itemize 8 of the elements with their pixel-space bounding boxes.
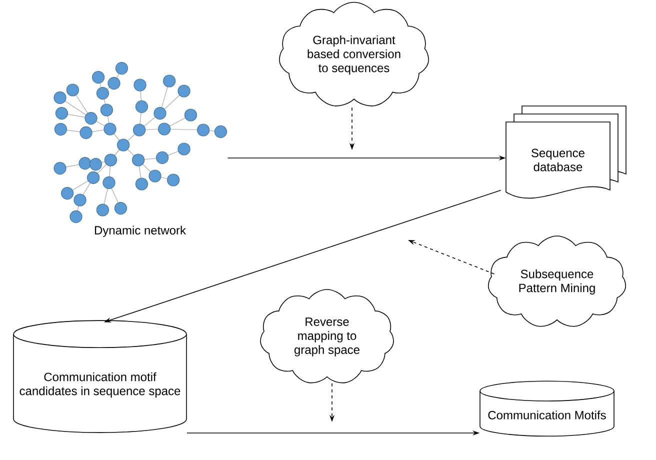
node-label: Dynamic network xyxy=(94,226,186,237)
thought-cloud: Subsequence Pattern Mining xyxy=(488,236,626,327)
document-stack: Sequence database xyxy=(506,106,626,199)
thought-cloud: Reverse mapping to graph space xyxy=(260,289,394,384)
database-cylinder: Communication motif candidates in sequence space xyxy=(13,320,187,433)
thought-cloud: Graph-invariant based conversion to sequences xyxy=(279,2,429,106)
database-cylinder: Communication Motifs xyxy=(480,380,614,437)
network-drawing xyxy=(54,62,227,223)
